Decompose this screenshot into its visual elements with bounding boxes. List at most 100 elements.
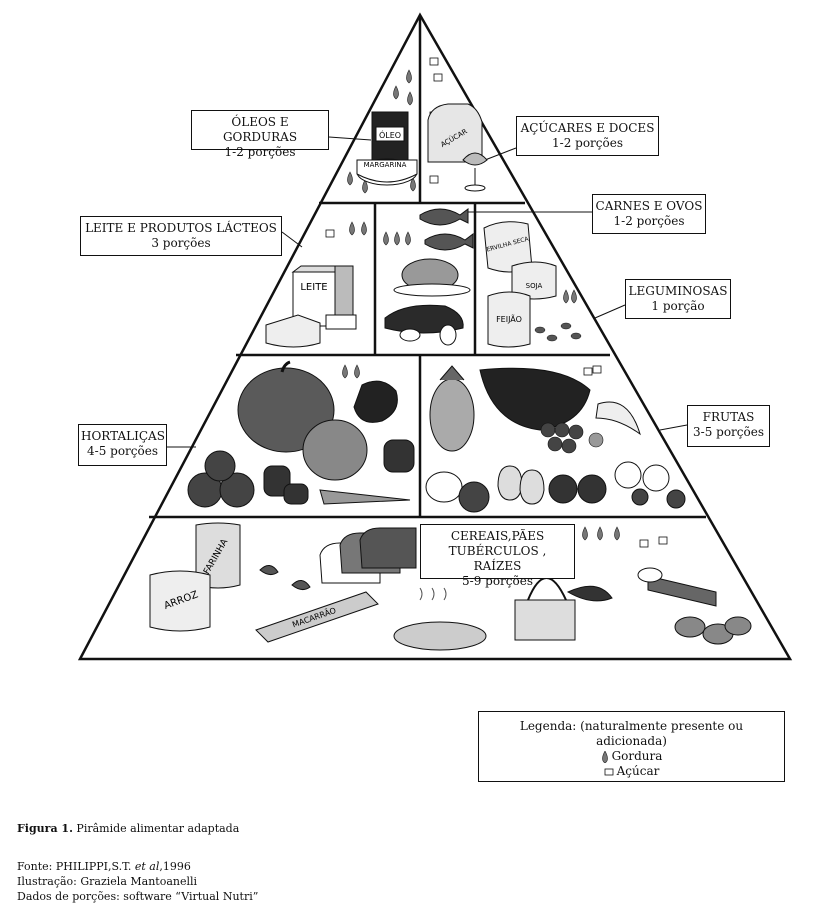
- group-title: CARNES E OVOS: [595, 199, 703, 213]
- fat-drop-icon: [342, 364, 348, 379]
- legend-box: Legenda: (naturalmente presente ou adici…: [478, 711, 785, 782]
- banana: [595, 401, 641, 436]
- pineapple-leaves: [439, 365, 465, 381]
- fat-drop-icon: [406, 69, 412, 84]
- group-portions: 3 porções: [151, 236, 211, 250]
- label-carnes-ovos: CARNES E OVOS 1-2 porções: [592, 194, 706, 234]
- illustration-credit: Ilustração: Graziela Mantoanelli: [17, 875, 198, 888]
- sugar-cube-icon: [658, 536, 668, 545]
- fish-2: [424, 233, 474, 251]
- sugar-cube-icon: [433, 73, 443, 82]
- bean: [560, 322, 572, 330]
- bread-slice-3: [359, 527, 417, 569]
- grape: [540, 422, 556, 438]
- fat-drop-icon: [597, 526, 603, 541]
- leader-lines: [167, 136, 688, 448]
- baguette: [566, 585, 613, 602]
- fat-drop-icon: [383, 231, 389, 246]
- tomato-3: [204, 450, 236, 482]
- oil-label-text: ÓLEO: [379, 129, 401, 140]
- label-acucares-doces: AÇÚCARES E DOCES 1-2 porções: [516, 116, 659, 156]
- peach-half-2: [642, 464, 670, 492]
- steam: [419, 587, 447, 601]
- oils-illustration: ÓLEO MARGARINA: [356, 111, 418, 186]
- fat-drop-icon: [362, 179, 368, 194]
- macarrao-pack: [255, 591, 379, 643]
- milk-label-text: LEITE: [300, 282, 327, 293]
- fat-drop-icon: [601, 750, 608, 763]
- group-portions: 1-2 porções: [552, 136, 623, 150]
- group-portions: 1-2 porções: [613, 214, 685, 228]
- fat-drop-icon: [354, 364, 360, 379]
- group-title: LEITE E PRODUTOS LÁCTEOS: [85, 221, 277, 235]
- figure-label: Figura 1.: [17, 822, 73, 835]
- sugar-cube-icon: [429, 175, 439, 184]
- margarina-tub-body: [356, 159, 418, 183]
- cereals-illustration: FARINHA ARROZ MACARRÃO: [149, 522, 752, 651]
- label-hortalicas: HORTALIÇAS 4-5 porções: [78, 424, 167, 466]
- oil-can-label: [375, 126, 405, 142]
- fat-drop-icon: [349, 221, 355, 236]
- milk-carton-side: [334, 265, 354, 321]
- fat-drop-icon: [614, 526, 620, 541]
- apple-2: [577, 474, 607, 504]
- bean: [534, 326, 546, 334]
- cassava-end: [637, 567, 663, 583]
- legend-title: Legenda: (naturalmente presente ou adici…: [519, 719, 744, 748]
- tomato-2: [219, 472, 255, 508]
- pumpkin-stem: [280, 360, 291, 373]
- fat-drop-icon: [410, 177, 416, 192]
- grape: [568, 424, 584, 440]
- egg-2: [439, 324, 457, 346]
- leaf-2: [291, 580, 311, 591]
- fruits-illustration: [425, 365, 686, 513]
- potato-3: [724, 616, 752, 636]
- group-title: AÇÚCARES E DOCES: [520, 121, 655, 135]
- group-title: CEREAIS,PÃES: [450, 529, 545, 543]
- data-credit: Dados de porções: software “Virtual Nutr…: [17, 890, 259, 903]
- group-title: HORTALIÇAS: [81, 429, 165, 443]
- fat-drop-icon: [347, 171, 353, 186]
- basket: [514, 599, 576, 641]
- chicken-plate: [393, 283, 471, 297]
- rice-bag: [149, 570, 211, 632]
- peach-half-1: [614, 461, 642, 489]
- carrot: [319, 489, 411, 505]
- label-oleos-gorduras: ÓLEOS E GORDURAS 1-2 porções: [191, 110, 329, 159]
- leader-leguminosas: [594, 304, 626, 319]
- source-suffix: ,1996: [159, 860, 191, 873]
- legend-row-sugar: Açúcar: [483, 764, 780, 779]
- leader-leite: [281, 231, 303, 248]
- yogurt-cup: [325, 314, 357, 330]
- figure-text: Pirâmide alimentar adaptada: [76, 822, 240, 835]
- dessert-cup: [462, 152, 488, 166]
- legend-row-fat: Gordura: [483, 749, 780, 764]
- sugar-cube-icon: [639, 539, 649, 548]
- legend-fat-label: Gordura: [611, 749, 663, 763]
- sugar-bag: [427, 103, 483, 163]
- potato-1: [674, 616, 706, 638]
- pear-1: [497, 465, 523, 501]
- leader-frutas: [659, 424, 688, 431]
- legend-sugar-label: Açúcar: [616, 764, 660, 778]
- fat-drop-icon: [394, 231, 400, 246]
- feijao-label-text: FEIJÃO: [496, 314, 522, 324]
- sugar-cube-icon: [429, 57, 439, 66]
- sugar-cube-icon: [325, 229, 335, 238]
- beans: [534, 322, 582, 342]
- label-frutas: FRUTAS 3-5 porções: [687, 405, 770, 447]
- fat-drop-icon: [582, 526, 588, 541]
- sugar-cube-icon: [592, 365, 602, 374]
- watermelon-slice: [479, 367, 591, 431]
- meat-illustration: [384, 208, 474, 346]
- grape: [561, 438, 577, 454]
- leader-acucares: [484, 147, 517, 161]
- legumes-illustration: ERVILHA SECA SOJA FEIJÃO: [483, 221, 582, 348]
- fish-1: [419, 208, 469, 226]
- group-title: FRUTAS: [702, 410, 755, 424]
- pyramid-outline: [77, 12, 793, 661]
- grape: [554, 422, 570, 438]
- pineapple: [429, 378, 475, 452]
- fat-drop-icon: [361, 221, 367, 236]
